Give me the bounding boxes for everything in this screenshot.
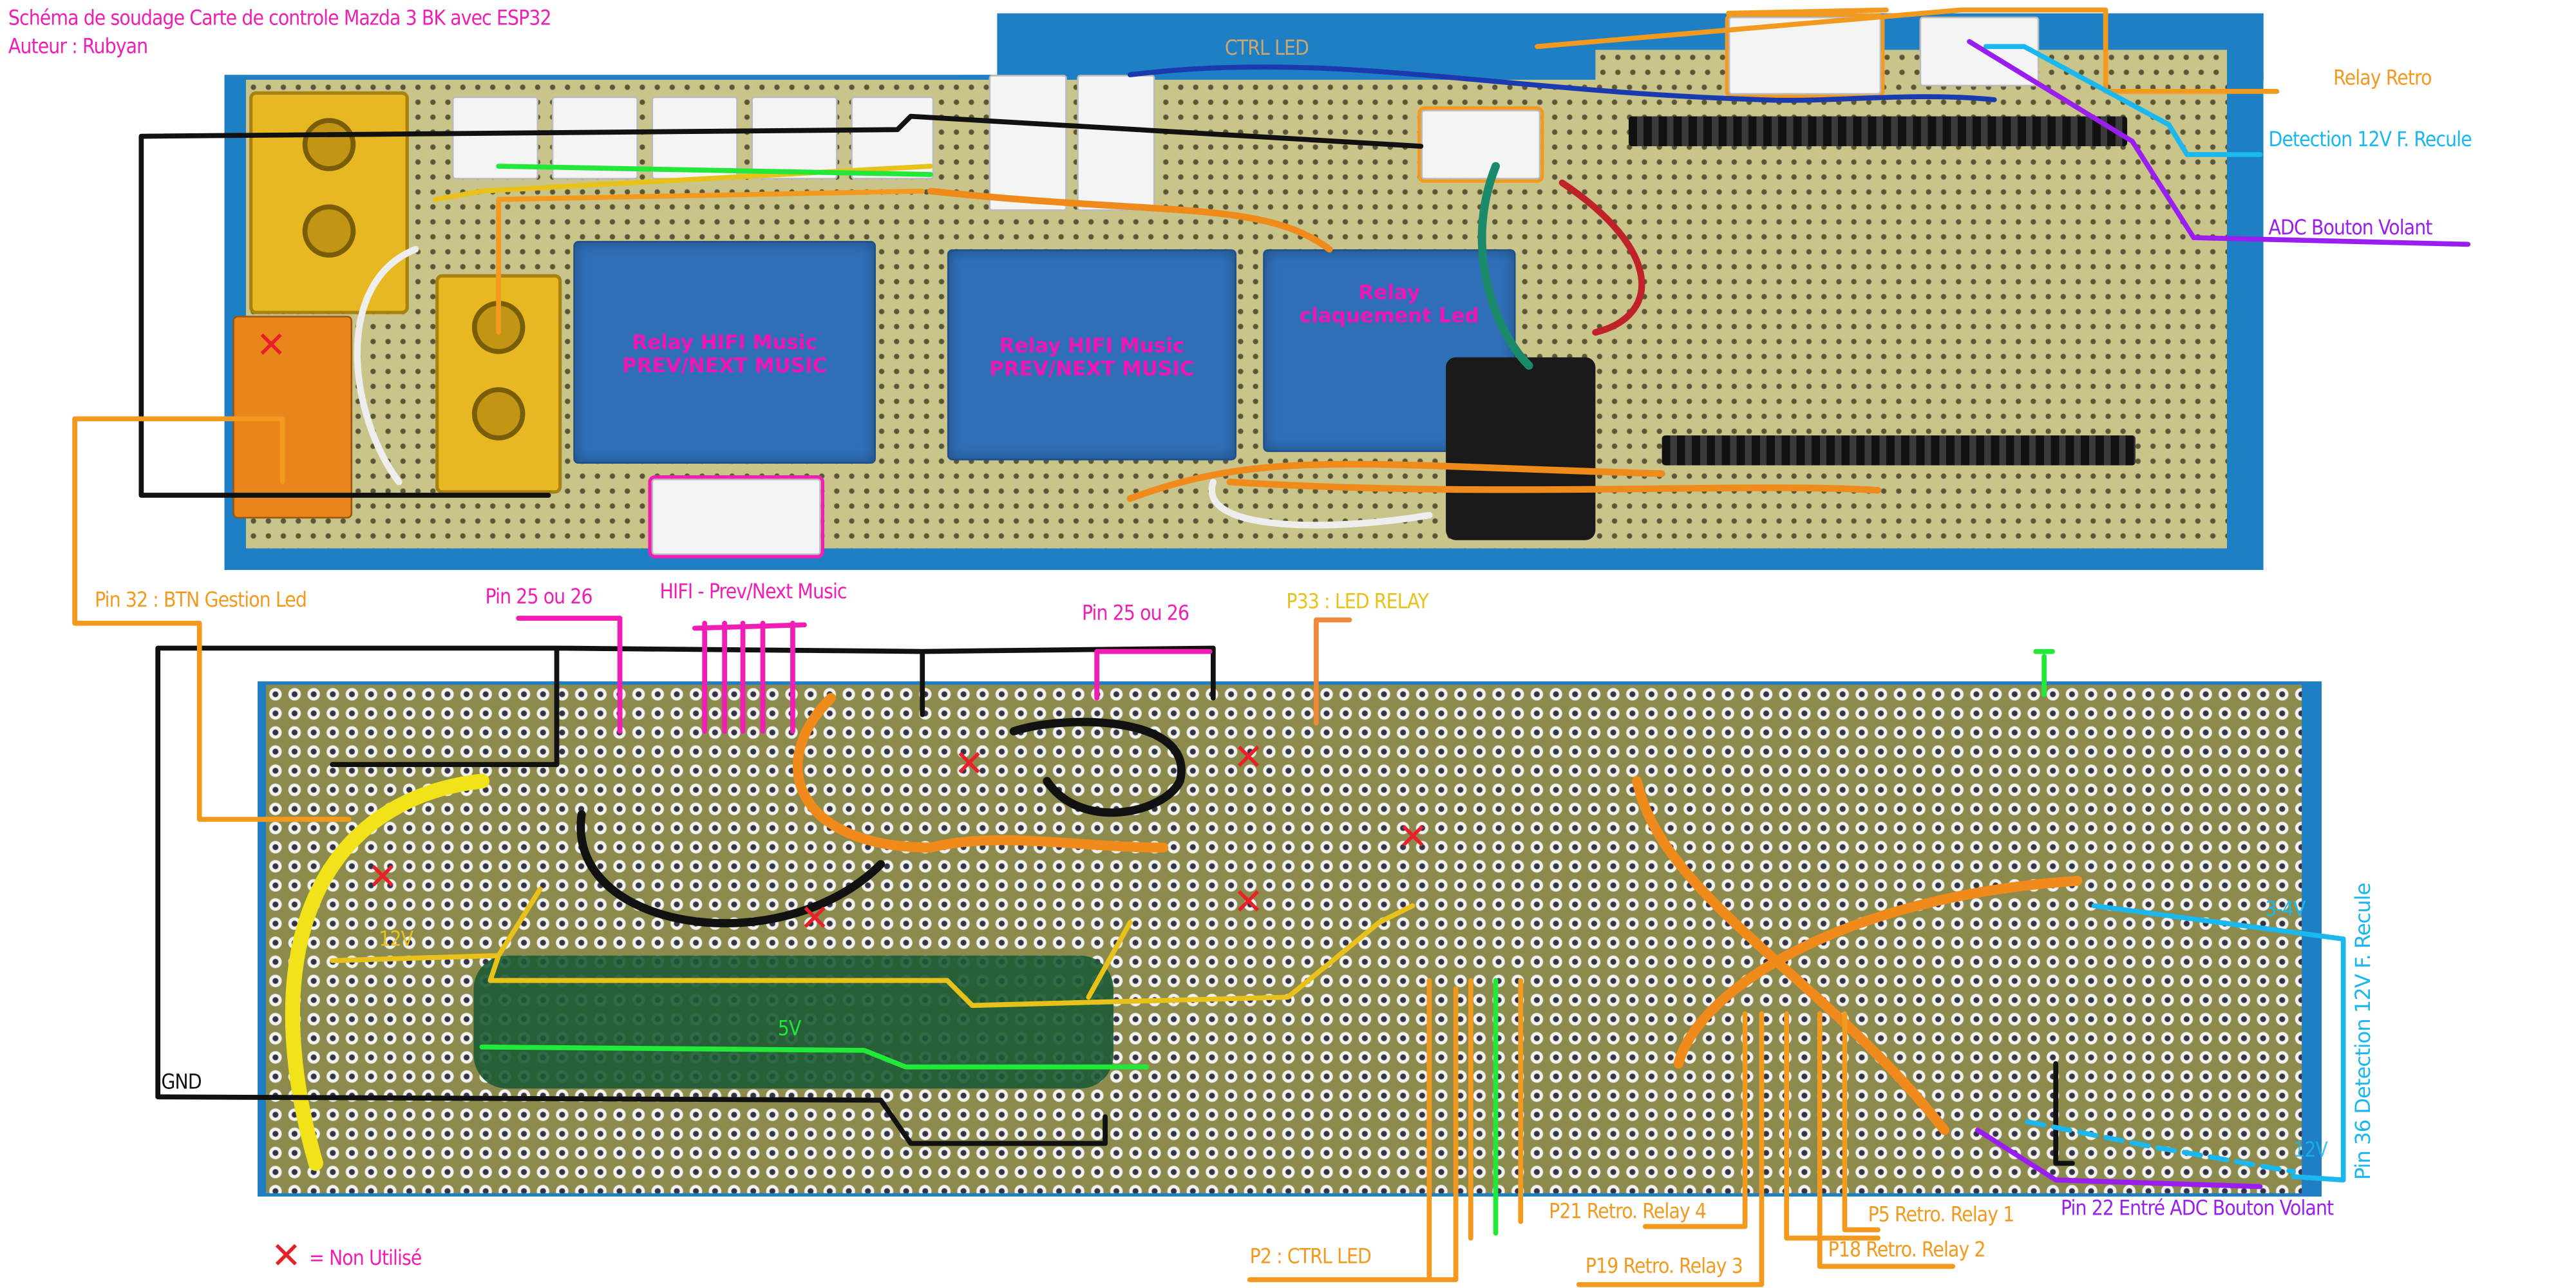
wire-yellow bbox=[285, 773, 489, 1171]
relay-label: Relay HIFI Music bbox=[999, 334, 1185, 357]
p19-label: P19 Retro. Relay 3 bbox=[1585, 1253, 1743, 1278]
relay-label: Relay HIFI Music bbox=[632, 330, 817, 354]
p2-label: P2 : CTRL LED bbox=[1249, 1243, 1372, 1268]
author: Auteur : Rubyan bbox=[8, 33, 148, 59]
pin32-line bbox=[72, 188, 925, 822]
ctrl-led-label: CTRL LED bbox=[1224, 35, 1309, 60]
adc-label: ADC Bouton Volant bbox=[2268, 214, 2433, 240]
p21-label: P21 Retro. Relay 4 bbox=[1549, 1198, 1707, 1224]
relay-retro-line bbox=[1535, 7, 2280, 94]
p18-label: P18 Retro. Relay 2 bbox=[1828, 1236, 1986, 1262]
top-perfboard-ext bbox=[1595, 50, 2228, 84]
detection-label: Detection 12V F. Recule bbox=[2268, 126, 2472, 151]
jst-connector bbox=[989, 75, 1067, 211]
hifi-connector bbox=[648, 475, 824, 559]
pin-header bbox=[1662, 435, 2136, 466]
p33-label: P33 : LED RELAY bbox=[1286, 588, 1428, 614]
retro-relay-lines bbox=[1468, 978, 1956, 1287]
gnd-line bbox=[138, 113, 1424, 1146]
hifi-lines bbox=[692, 620, 807, 734]
pin25-line-a bbox=[516, 616, 623, 734]
cable-plug bbox=[1446, 357, 1596, 540]
pin36-dashed-line bbox=[2025, 1119, 2297, 1175]
unused-marker: ✕ bbox=[367, 857, 398, 900]
yellow-12v-line bbox=[330, 164, 1416, 1009]
adc-line bbox=[1967, 39, 2471, 247]
12v-label-right: 12V bbox=[2293, 1137, 2328, 1162]
ctrl-led-connector bbox=[1417, 106, 1544, 183]
pin25-label-b: Pin 25 ou 26 bbox=[1081, 600, 1189, 625]
12v-label: 12V bbox=[379, 925, 413, 951]
pin36-label: Pin 36 Detection 12V F. Recule bbox=[2349, 883, 2375, 1180]
wire-red bbox=[1558, 179, 1645, 336]
diagram-title: Schéma de soudage Carte de controle Mazd… bbox=[8, 5, 552, 30]
wire-black-bottom bbox=[576, 717, 1186, 927]
wire-blue bbox=[1127, 64, 1997, 103]
detection-line bbox=[1983, 44, 2263, 157]
relay-label: PREV/NEXT MUSIC bbox=[621, 354, 828, 377]
unused-marker: ✕ bbox=[1233, 737, 1264, 780]
unused-marker: ✕ bbox=[256, 325, 287, 368]
green-5v-line bbox=[479, 164, 2055, 1236]
gnd-label: GND bbox=[161, 1068, 202, 1094]
pin36-line bbox=[2091, 903, 2346, 1183]
pin22-label: Pin 22 Entré ADC Bouton Volant bbox=[2060, 1195, 2334, 1220]
relay-label: Relay bbox=[1358, 281, 1421, 305]
wire-white bbox=[354, 245, 1433, 529]
5v-label: 5V bbox=[777, 1015, 802, 1041]
jst-connector bbox=[1077, 75, 1155, 211]
pin32-label: Pin 32 : BTN Gestion Led bbox=[95, 586, 307, 612]
p33-line bbox=[1313, 617, 1352, 726]
unused-marker: ✕ bbox=[1397, 817, 1428, 860]
unused-marker: ✕ bbox=[954, 744, 985, 786]
relay-label: claquement Led bbox=[1299, 304, 1479, 328]
relay-retro-label: Relay Retro bbox=[2333, 64, 2432, 90]
jst-connector bbox=[751, 96, 838, 180]
unused-marker: ✕ bbox=[799, 899, 830, 941]
p2-line bbox=[1247, 978, 1459, 1282]
wire-orange-bottom bbox=[793, 693, 2083, 1135]
xt60-connector bbox=[249, 91, 409, 314]
wire-green bbox=[1477, 162, 1533, 370]
legend-unused-icon: ✕ bbox=[270, 1236, 302, 1278]
pin25-label-a: Pin 25 ou 26 bbox=[485, 583, 593, 609]
3-4v-label: 3-4V bbox=[2265, 895, 2306, 921]
pin22-line bbox=[1975, 1127, 2263, 1189]
unused-marker: ✕ bbox=[1233, 882, 1264, 924]
legend-unused-label: = Non Utilisé bbox=[308, 1244, 422, 1270]
gnd-line-right bbox=[2053, 1061, 2075, 1166]
pin-header bbox=[1628, 116, 2128, 147]
jst-connector bbox=[651, 96, 738, 180]
relay-label: PREV/NEXT MUSIC bbox=[989, 357, 1195, 381]
hifi-label: HIFI - Prev/Next Music bbox=[659, 578, 847, 603]
wire-orange bbox=[927, 187, 1882, 502]
bottom-perfboard bbox=[265, 685, 2302, 1193]
p5-label: P5 Retro. Relay 1 bbox=[1868, 1201, 2015, 1227]
pin25-line-b bbox=[1094, 649, 1213, 701]
